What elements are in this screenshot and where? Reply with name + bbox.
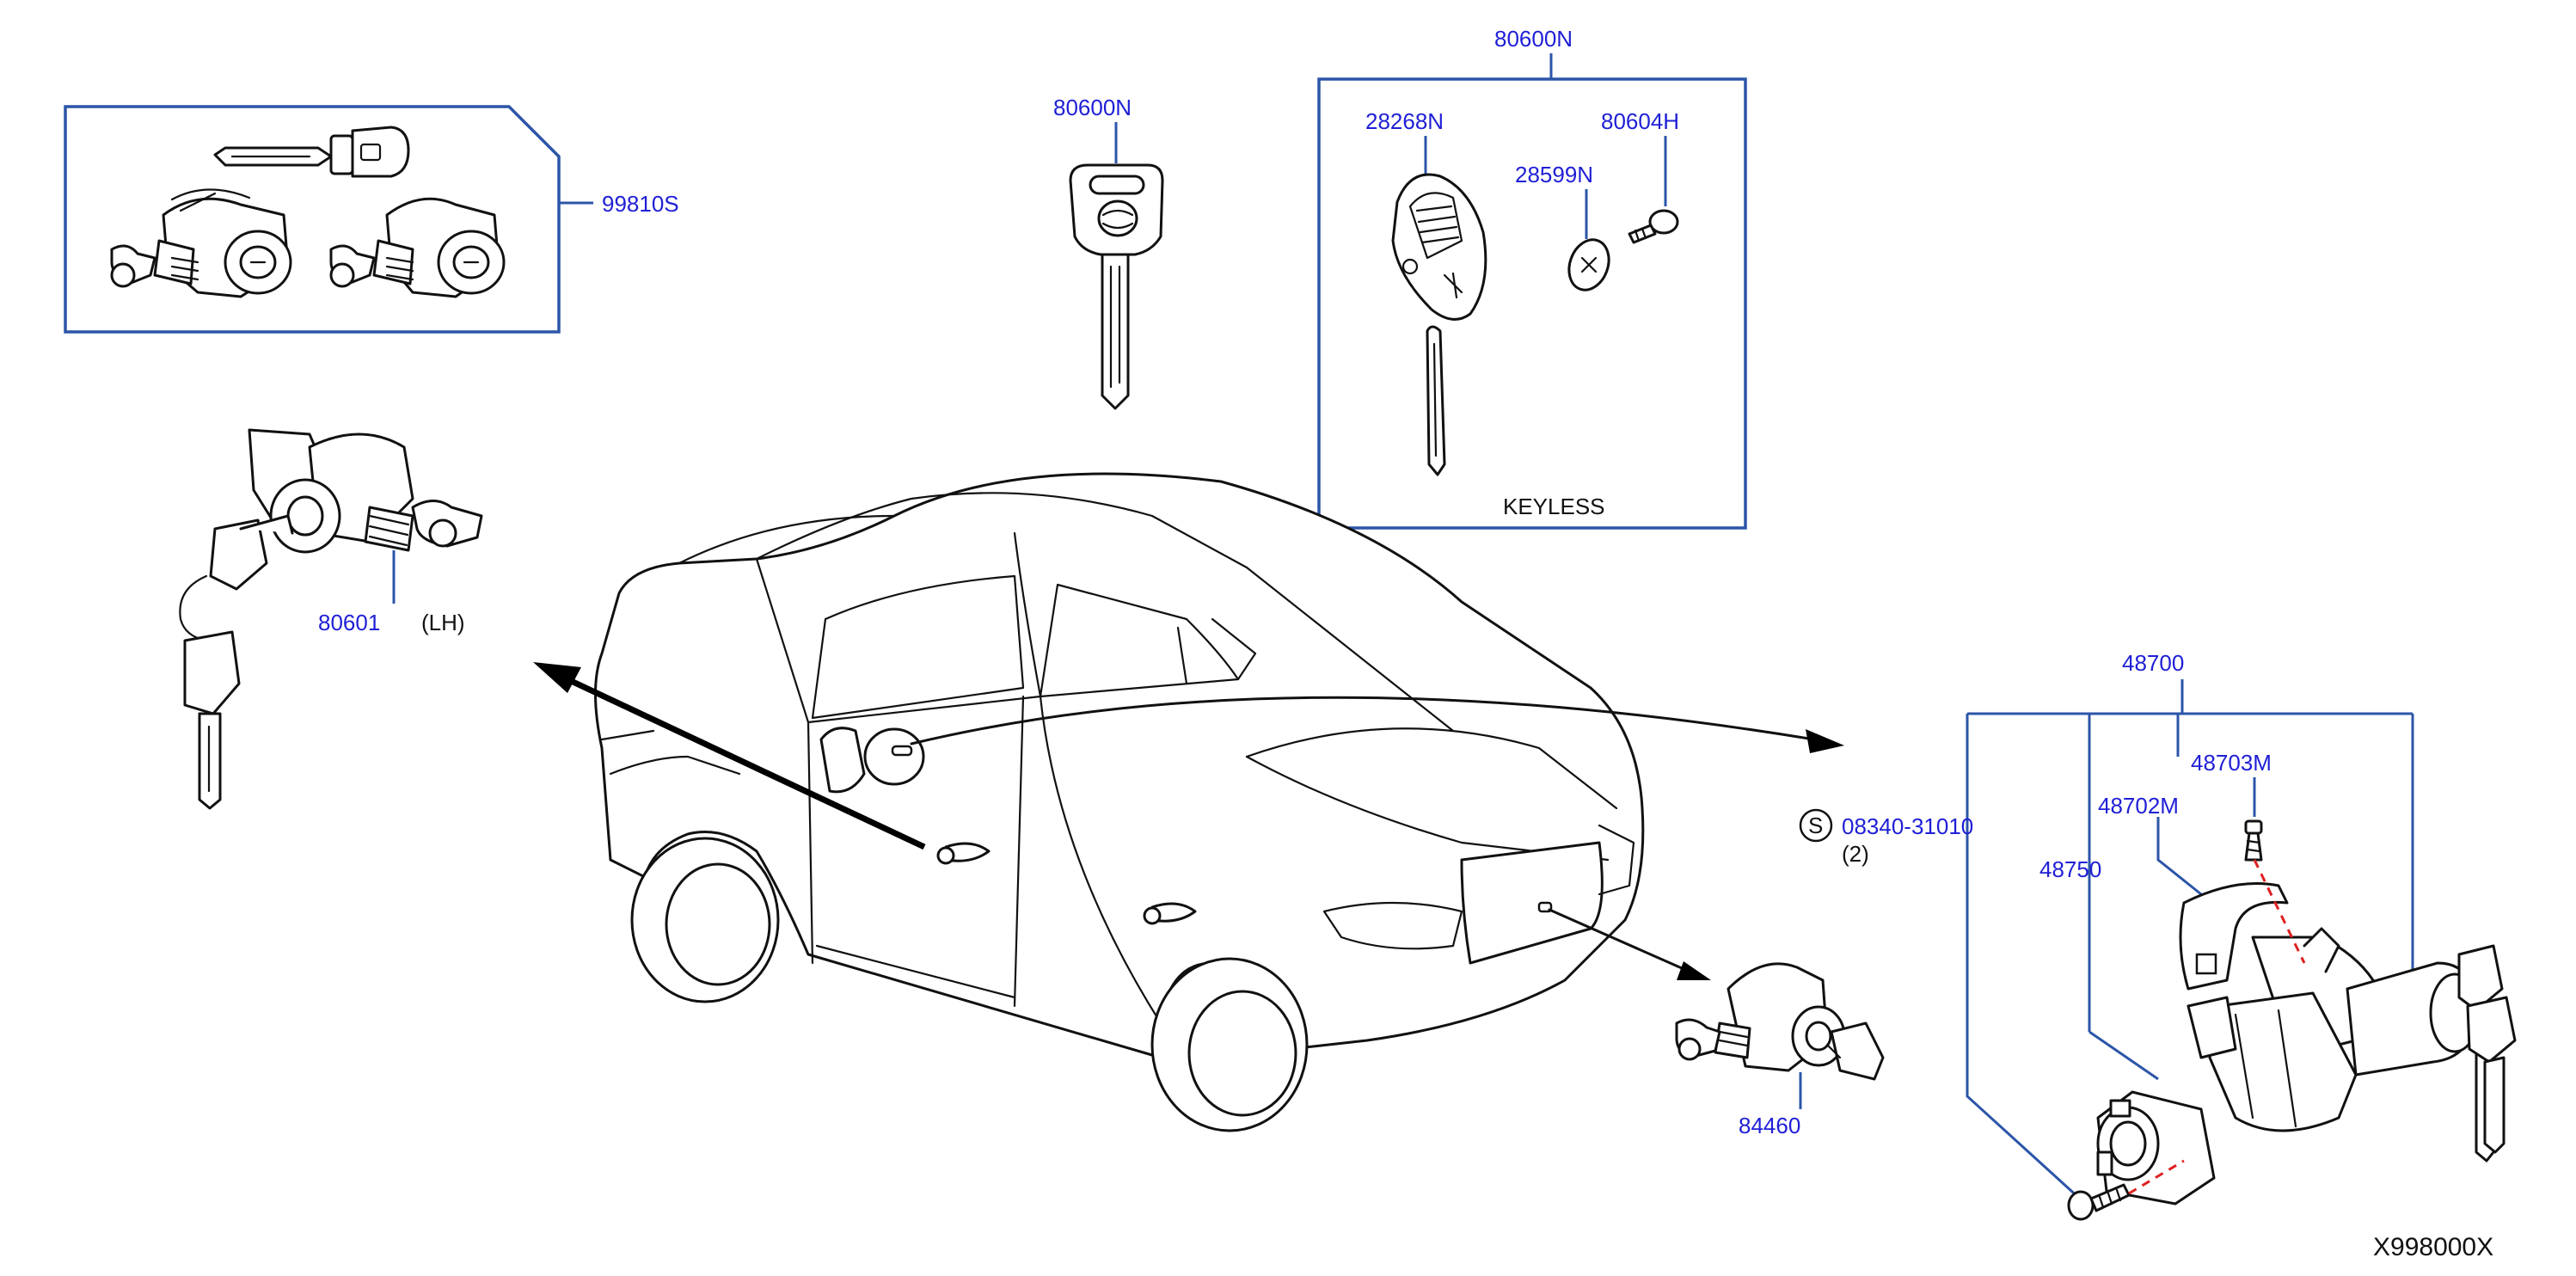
door-lock-lh-illustration	[179, 428, 483, 810]
key-blank-illustration	[1069, 163, 1164, 410]
trunk-lock-illustration	[1675, 962, 1885, 1081]
label-99810S[interactable]: 99810S	[602, 191, 679, 217]
label-48700[interactable]: 48700	[2122, 650, 2184, 676]
fob-screw-illustration	[1628, 209, 1679, 244]
label-28599N[interactable]: 28599N	[1515, 162, 1593, 187]
lock-kit-group: 99810S	[64, 105, 679, 334]
small-screw-illustration	[2244, 819, 2263, 862]
label-08340-31010[interactable]: 08340-31010	[1842, 813, 1973, 839]
label-48750[interactable]: 48750	[2039, 856, 2101, 882]
label-80600N-keyless[interactable]: 80600N	[1494, 26, 1573, 52]
door-lock-lh-group: 80601 (LH)	[179, 428, 483, 810]
label-screw-qty: (2)	[1842, 841, 1869, 867]
diagram-reference-code: X998000X	[2373, 1233, 2493, 1261]
steering-lock-body-illustration	[2187, 927, 2517, 1163]
keyless-kit-group: 80600N KEYLESS 28268N 28599N 80604H	[1317, 26, 1747, 530]
label-48703M[interactable]: 48703M	[2191, 750, 2272, 776]
car-illustration	[594, 472, 1645, 1132]
arrow-head-trunk	[1677, 961, 1711, 980]
steering-lock-group: 48700 S 08340-31010 (2) 48702M 48750 487…	[1799, 650, 2517, 1221]
label-standard-symbol: S	[1808, 813, 1823, 838]
callout-arrows	[533, 662, 1844, 980]
keyless-caption: KEYLESS	[1503, 494, 1605, 519]
key-blank-group: 80600N	[1053, 95, 1164, 410]
alignment-line-cylinder	[2128, 1159, 2185, 1195]
label-80600N-key[interactable]: 80600N	[1053, 95, 1132, 120]
lock-kit-box	[64, 105, 561, 334]
arrow-head-door-lock	[533, 662, 581, 693]
bracket-illustration	[2179, 882, 2289, 991]
arrow-head-ignition	[1806, 729, 1844, 753]
kit-cylinder-left	[110, 188, 292, 298]
kit-key-illustration	[213, 126, 410, 178]
arrow-to-door-lock	[566, 676, 926, 850]
label-84460[interactable]: 84460	[1739, 1113, 1800, 1138]
label-lh-side: (LH)	[421, 610, 465, 635]
battery-illustration	[1567, 238, 1610, 291]
alignment-line-screw	[2253, 859, 2306, 964]
trunk-lock-group: 84460	[1675, 962, 1885, 1138]
label-80604H[interactable]: 80604H	[1601, 108, 1679, 134]
standard-part-symbol	[1799, 808, 1833, 843]
label-80601[interactable]: 80601	[318, 610, 380, 635]
label-28268N[interactable]: 28268N	[1365, 108, 1444, 134]
kit-cylinder-right	[329, 197, 506, 298]
keyless-kit-box	[1317, 77, 1747, 530]
label-48702M[interactable]: 48702M	[2098, 793, 2179, 819]
standard-screw-illustration	[2067, 1183, 2131, 1221]
keyless-fob-illustration	[1391, 173, 1487, 476]
